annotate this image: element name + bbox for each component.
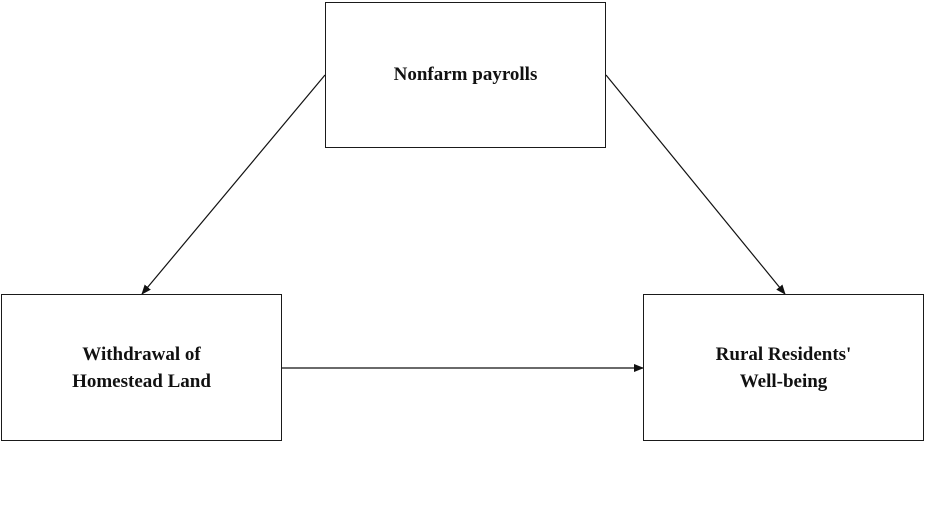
independent-label-line-1: Withdrawal of [82, 343, 201, 365]
arrow-mediator-to-independent [141, 74, 326, 295]
dependent-node-label: Rural Residents' Well-being [716, 341, 852, 395]
mediator-node-box: Nonfarm payrolls [325, 2, 606, 148]
dependent-label-line-2: Well-being [739, 370, 828, 392]
independent-node-label: Withdrawal of Homestead Land [72, 341, 211, 395]
arrow-mediator-to-dependent [605, 74, 786, 295]
independent-node-box: Withdrawal of Homestead Land [1, 294, 282, 441]
dependent-node-box: Rural Residents' Well-being [643, 294, 924, 441]
dependent-label-line-1: Rural Residents' [715, 343, 852, 365]
mediator-label-line-1: Nonfarm payrolls [393, 63, 538, 85]
independent-label-line-2: Homestead Land [72, 370, 211, 392]
mediator-node-label: Nonfarm payrolls [394, 61, 538, 88]
